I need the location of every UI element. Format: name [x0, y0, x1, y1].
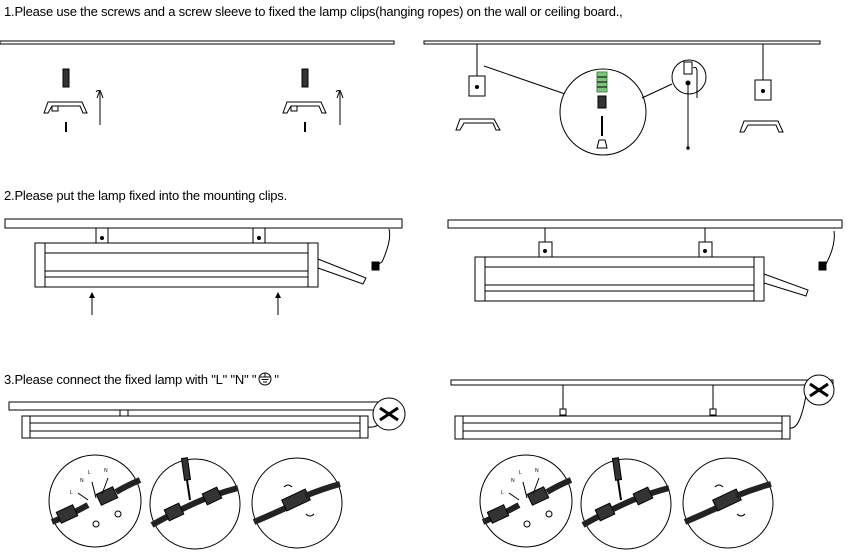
step-3-text-end: " [274, 372, 279, 387]
connector-icon [809, 382, 829, 398]
clip-icon [43, 101, 88, 114]
wire-label-l: L [501, 490, 504, 496]
wiring-detail-1-left [48, 454, 142, 548]
clip-icon [739, 120, 784, 133]
step3-lamp-left [8, 397, 406, 439]
wire-label-n: N [535, 468, 539, 474]
wiring-detail-1-right [479, 454, 573, 548]
detail-magnifier [559, 68, 647, 156]
clip-icon [455, 118, 501, 131]
step1-parts-left-a [43, 68, 104, 132]
wiring-detail-3-left [251, 457, 343, 549]
screwdriver-icon [180, 457, 192, 501]
step3-lamp-right [450, 374, 835, 440]
wire-label-n: N [104, 468, 108, 474]
wire-label-l: L [70, 490, 73, 496]
step-3-instruction: 3.Please connect the fixed lamp with "L"… [4, 372, 279, 387]
screw-sleeve-icon [301, 68, 309, 88]
hook-icon [95, 89, 101, 125]
step1-ceiling-left [0, 40, 395, 45]
connector-icon [379, 406, 399, 422]
wire-label-n: N [80, 478, 84, 484]
arrow-up-icon [336, 89, 344, 99]
wire-label-n: N [511, 478, 515, 484]
step-3-text: 3.Please connect the fixed lamp with "L"… [4, 372, 257, 387]
step-2-instruction: 2.Please put the lamp fixed into the mou… [4, 188, 287, 203]
screwdriver-icon [611, 457, 623, 501]
ground-symbol-icon [258, 372, 272, 386]
wire-label-l: L [88, 470, 91, 476]
wire-label-l: L [519, 470, 522, 476]
wiring-detail-3-right [682, 457, 774, 549]
arrow-up-icon [96, 89, 104, 99]
step1-parts-left-b [282, 68, 344, 132]
clip-icon [282, 101, 327, 114]
wiring-detail-2-left [149, 457, 241, 550]
step2-lamp-right [447, 219, 843, 302]
wiring-detail-2-right [580, 457, 672, 550]
step-1-instruction: 1.Please use the screws and a screw slee… [4, 4, 623, 19]
step1-ceiling-right [423, 40, 821, 156]
screw-sleeve-icon [62, 68, 70, 88]
hook-icon [335, 89, 341, 125]
step2-lamp-left [4, 218, 403, 315]
hook-icon [692, 66, 698, 98]
